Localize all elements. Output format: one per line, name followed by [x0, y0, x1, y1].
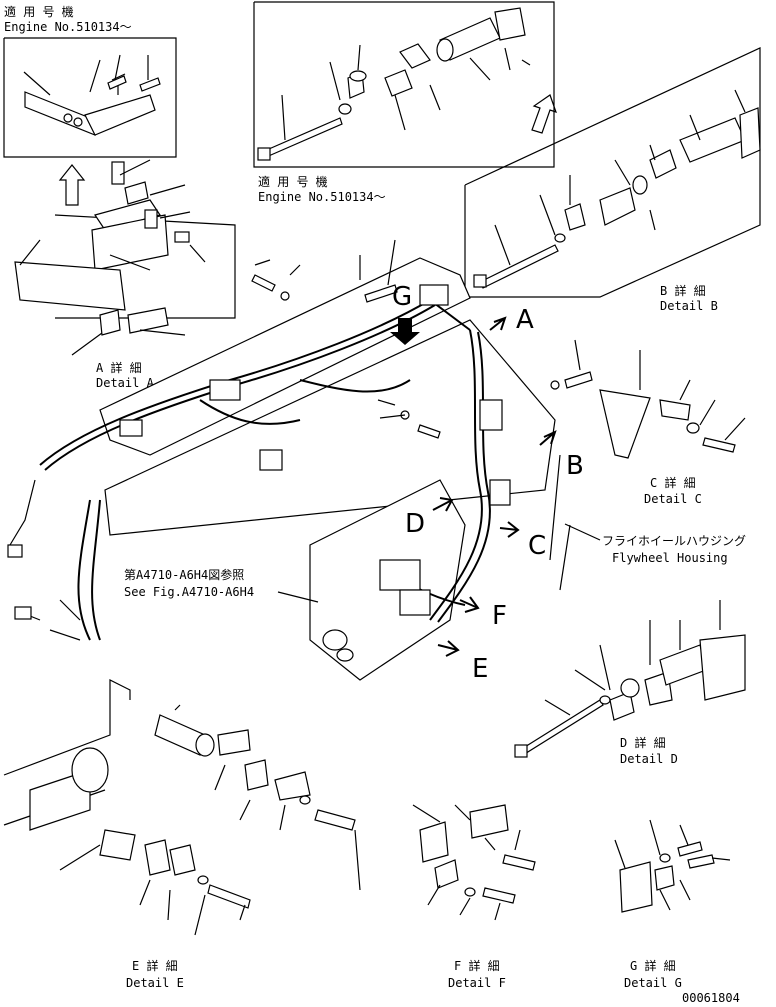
- callout-c: C: [528, 531, 546, 561]
- detail-a-en: Detail A: [96, 376, 155, 390]
- detail-b-jp: B 詳 細: [660, 283, 706, 298]
- detail-e-en: Detail E: [126, 976, 184, 990]
- up-arrow-icon-center: [531, 94, 557, 134]
- detail-f-jp: F 詳 細: [454, 958, 500, 973]
- detail-a-group: A 詳 細 Detail A: [14, 159, 236, 390]
- detail-d-jp: D 詳 細: [620, 735, 666, 750]
- detail-b-inset: B 詳 細 Detail B: [464, 47, 761, 313]
- detail-c-en: Detail C: [644, 492, 702, 506]
- detail-b-en: Detail B: [660, 299, 718, 313]
- inset-top-left: 適 用 号 機 Engine No.510134～: [3, 4, 177, 158]
- flywheel-jp: フライホイールハウジング: [602, 534, 746, 548]
- callout-g: G: [392, 282, 412, 312]
- up-arrow-icon: [58, 164, 86, 206]
- detail-a-jp: A 詳 細: [96, 360, 142, 375]
- callout-arrows: [390, 316, 557, 657]
- detail-e-group: E 詳 細 Detail E: [3, 679, 361, 990]
- detail-g-en: Detail G: [624, 976, 682, 990]
- callout-e: E: [472, 654, 488, 684]
- inset-top-center: 適 用 号 機 Engine No.510134～: [253, 1, 555, 204]
- arrow-g-icon: [390, 318, 420, 345]
- detail-g-group: G 詳 細 Detail G: [614, 819, 731, 990]
- engine-no-label-center: Engine No.510134～: [258, 190, 386, 204]
- applicable-machine-label-center: 適 用 号 機: [258, 174, 328, 189]
- callout-f: F: [492, 601, 507, 631]
- callout-a: A: [516, 305, 534, 335]
- detail-c-group: C 詳 細 Detail C: [599, 350, 746, 506]
- callout-d: D: [405, 509, 425, 539]
- engine-no-label: Engine No.510134～: [4, 20, 132, 34]
- drawing-number: 00061804: [682, 991, 740, 1005]
- flywheel-en: Flywheel Housing: [612, 551, 728, 565]
- detail-d-group: D 詳 細 Detail D: [514, 600, 746, 766]
- callout-b: B: [566, 451, 584, 481]
- see-fig-jp: 第A4710-A6H4図参照: [124, 567, 244, 582]
- detail-f-en: Detail F: [448, 976, 506, 990]
- detail-e-jp: E 詳 細: [132, 958, 178, 973]
- applicable-machine-label: 適 用 号 機: [4, 4, 74, 19]
- detail-f-group: F 詳 細 Detail F: [412, 804, 536, 990]
- see-fig-en: See Fig.A4710-A6H4: [124, 585, 254, 599]
- detail-c-jp: C 詳 細: [650, 475, 696, 490]
- detail-d-en: Detail D: [620, 752, 678, 766]
- main-assembly: [7, 239, 593, 681]
- detail-g-jp: G 詳 細: [630, 958, 676, 973]
